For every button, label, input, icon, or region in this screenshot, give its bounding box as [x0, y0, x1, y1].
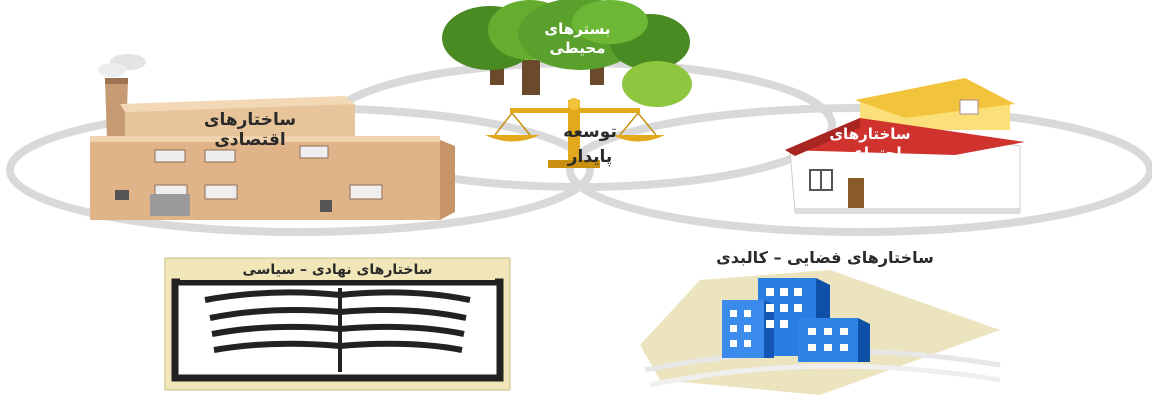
trees-icon	[442, 0, 692, 107]
development-label-line2: پایدار	[567, 147, 613, 167]
open-book-icon	[164, 257, 511, 391]
social-label-line1: ساختارهای	[829, 125, 911, 143]
factory-icon	[90, 54, 455, 220]
house-icon	[785, 78, 1025, 214]
social-label-line2: اجتماعی	[838, 144, 902, 162]
economic-label-line2: اقتصادی	[214, 130, 286, 150]
balance-scale-icon	[485, 98, 665, 168]
economic-label-line1: ساختارهای	[203, 110, 297, 130]
institutional-label: ساختارهای نهادی – سیاسی	[242, 262, 433, 278]
development-label-line1: توسعه	[563, 122, 617, 142]
city-buildings-icon	[640, 270, 1001, 395]
environment-label-line1: بسترهای	[544, 20, 611, 38]
physical-label: ساختارهای فضایی – کالبدی	[716, 248, 934, 267]
environment-label-line2: محیطی	[549, 39, 606, 57]
